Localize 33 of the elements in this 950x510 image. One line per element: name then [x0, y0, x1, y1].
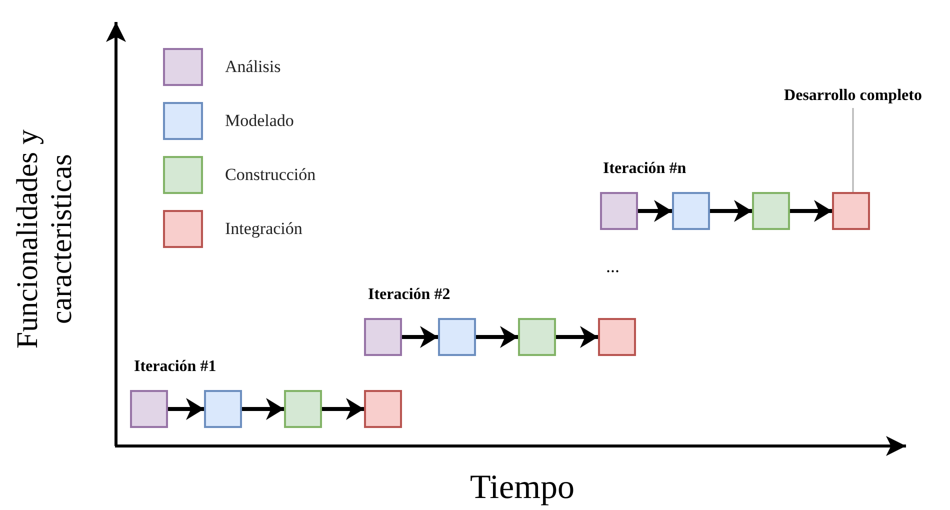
- phase-square: [832, 192, 870, 230]
- legend-label: Modelado: [225, 110, 294, 132]
- arrow: [322, 398, 364, 420]
- phase-square: [130, 390, 168, 428]
- iteration-label: Iteración #1: [134, 357, 216, 377]
- axis-title: Tiempo: [470, 468, 575, 508]
- leader-line: [852, 108, 854, 192]
- milestone-label: Desarrollo completo: [760, 84, 946, 108]
- phase-square: [284, 390, 322, 428]
- arrow: [168, 398, 204, 420]
- phase-square: [752, 192, 790, 230]
- arrow: [402, 326, 438, 348]
- arrow: [476, 326, 518, 348]
- phase-square: [438, 318, 476, 356]
- phase-square: [204, 390, 242, 428]
- axis-title: Funcionalidades y caracteristicas: [11, 128, 79, 351]
- legend-label: Análisis: [225, 56, 281, 78]
- ellipsis-text: ...: [606, 256, 620, 276]
- iteration-label: Iteración #2: [368, 285, 450, 305]
- arrow: [638, 200, 672, 222]
- arrow: [710, 200, 752, 222]
- arrow: [556, 326, 598, 348]
- arrow: [790, 200, 832, 222]
- phase-square: [598, 318, 636, 356]
- phase-square: [672, 192, 710, 230]
- phase-square: [518, 318, 556, 356]
- legend-label: Construcción: [225, 164, 316, 186]
- phase-square: [600, 192, 638, 230]
- legend-label: Integración: [225, 218, 302, 240]
- phase-square: [364, 318, 402, 356]
- arrow: [242, 398, 284, 420]
- iteration-label: Iteración #n: [603, 159, 686, 179]
- phase-square: [364, 390, 402, 428]
